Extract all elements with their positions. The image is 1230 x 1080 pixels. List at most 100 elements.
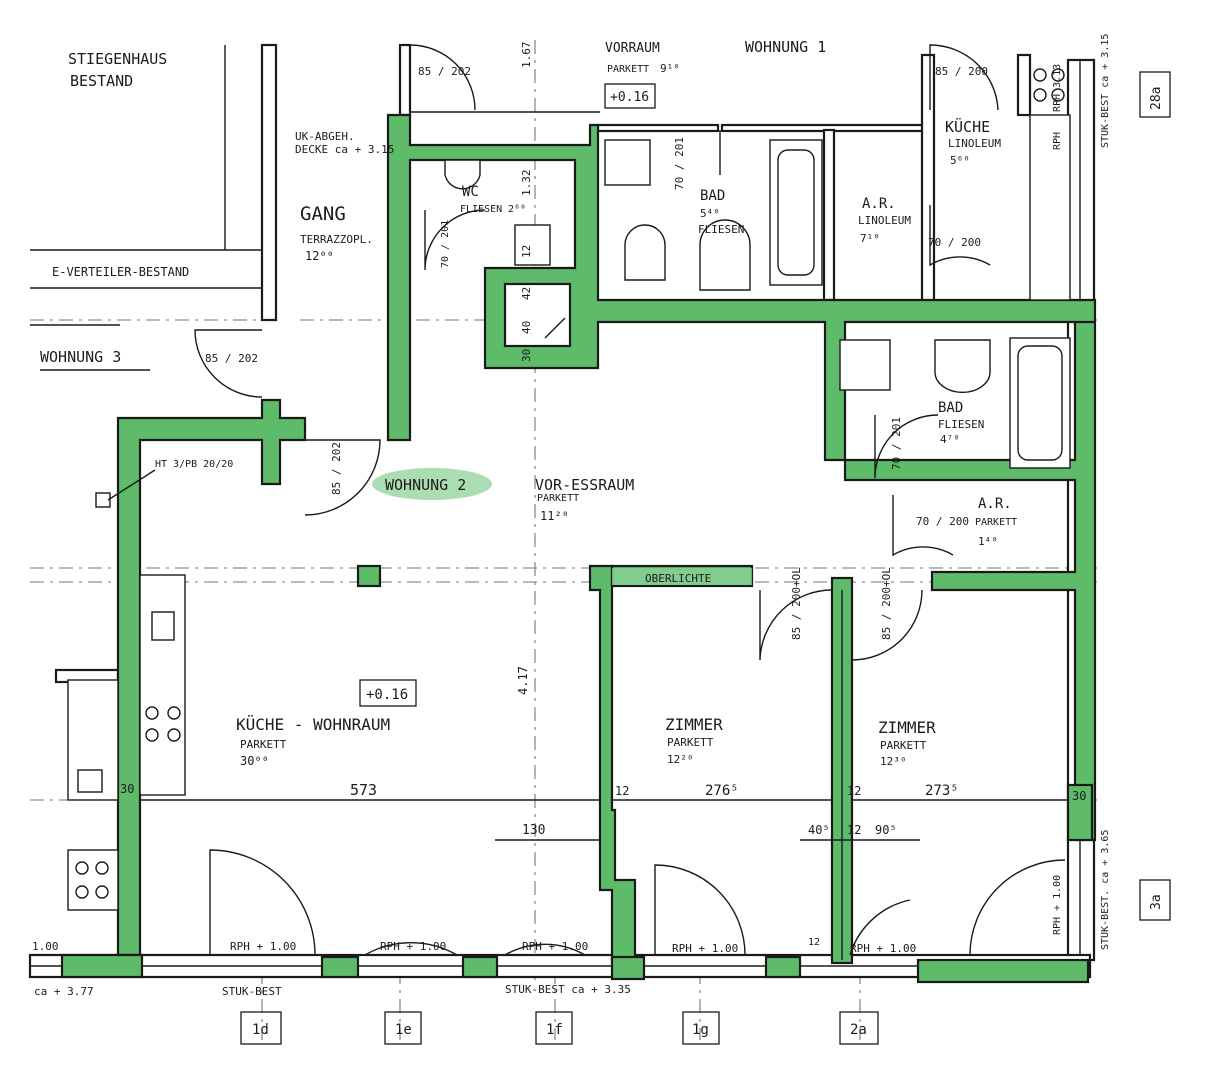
axis-box-1g	[682, 1011, 720, 1045]
dim-12-d: 12	[520, 245, 533, 258]
room-wc-floor: FLIESEN	[460, 204, 502, 215]
room-wohnraum-area: 30⁰⁰	[240, 754, 269, 768]
window-label-5: RPH + 1.00	[850, 942, 916, 955]
dim-12-a: 12	[615, 784, 629, 798]
room-essraum-floor: PARKETT	[537, 493, 579, 504]
room-vorraum-area: 9¹⁰	[660, 62, 680, 75]
room-ar2-area: 1⁴⁰	[978, 535, 998, 548]
door-label-ar2: 70 / 200	[916, 515, 969, 528]
dim-1-32: 1.32	[520, 170, 533, 197]
dim-12-b: 12	[847, 784, 861, 798]
dim-90-5: 90⁵	[875, 823, 897, 837]
window-labels: RPH + 1.00 RPH + 1.00 RPH + 1.00 RPH + 1…	[32, 940, 916, 955]
window-label-1: RPH + 1.00	[230, 940, 296, 953]
room-wc-name: WC	[462, 184, 479, 200]
axis-lines	[30, 40, 1100, 1040]
dim-30-a: 30	[120, 782, 134, 796]
axis-box-1d	[240, 1011, 282, 1045]
room-bad1-area: 5⁴⁰	[700, 207, 720, 220]
axis-label-2a: 2a	[850, 1022, 867, 1038]
room-wc-area: 2⁶⁰	[508, 204, 526, 215]
stuk-label-2: STUK-BEST ca + 3.35	[505, 983, 631, 996]
door-label-bad2: 70 / 201	[890, 417, 903, 470]
axis-box-1e	[384, 1011, 422, 1045]
room-gang-floor: TERRAZZOPL.	[300, 233, 373, 246]
dim-4-17: 4.17	[516, 666, 530, 695]
door-label-top-left: 85 / 202	[418, 65, 471, 78]
room-zimmer2-name: ZIMMER	[878, 718, 936, 737]
stiegenhaus-label: STIEGENHAUS	[68, 50, 167, 68]
dim-130: 130	[522, 823, 545, 838]
dim-12-c: 12	[847, 823, 861, 837]
door-label-zimmer1: 85 / 200+OL	[790, 567, 803, 640]
stuk-label-left: ca + 3.77	[34, 985, 94, 998]
axis-box-2a	[839, 1011, 879, 1045]
door-label-bad1: 70 / 201	[673, 137, 686, 190]
uk-abgeh-label-2: DECKE ca + 3.15	[295, 143, 394, 156]
uk-abgeh-label: UK-ABGEH.	[295, 130, 355, 143]
dim-276: 276⁵	[705, 783, 739, 799]
room-gang-name: GANG	[300, 203, 346, 225]
room-essraum-name: VOR-ESSRAUM	[535, 476, 634, 494]
room-essraum-area: 11²⁰	[540, 509, 569, 523]
stuk-label-1: STUK-BEST	[222, 985, 282, 998]
room-ar2-name: A.R.	[978, 496, 1012, 512]
fixtures	[67, 68, 1071, 911]
axis-boxes: 1d 1e 1f 1g 2a 3a 28a	[240, 71, 1171, 1045]
window-label-3: RPH + 1.00	[522, 940, 588, 953]
dim-273: 273⁵	[925, 783, 959, 799]
door-label-main: 85 / 202	[330, 442, 343, 495]
room-labels: GANG TERRAZZOPL. 12⁰⁰ WC FLIESEN 2⁶⁰ VOR…	[236, 41, 1017, 768]
e-verteiler-label: E-VERTEILER-BESTAND	[52, 265, 189, 279]
room-wohnraum-floor: PARKETT	[240, 738, 287, 751]
rph-label-right-top: RPH 3.13	[1052, 64, 1063, 112]
room-zimmer1-area: 12²⁰	[667, 753, 694, 766]
dim-40: 40	[520, 321, 533, 334]
wohnung2-label: WOHNUNG 2	[385, 476, 466, 494]
axis-label-1d: 1d	[252, 1022, 269, 1038]
room-kueche-name: KÜCHE	[945, 117, 990, 136]
axis-label-1f: 1f	[546, 1022, 563, 1038]
dim-1-67: 1.67	[520, 42, 533, 69]
dim-30-b: 30	[1072, 789, 1086, 803]
doors	[194, 44, 1066, 956]
door-label-zimmer2: 85 / 200+OL	[880, 567, 893, 640]
room-zimmer1-floor: PARKETT	[667, 736, 714, 749]
room-kueche-area: 5⁶⁰	[950, 154, 970, 167]
axis-label-28a: 28a	[1149, 87, 1164, 110]
room-bad1-name: BAD	[700, 188, 725, 204]
room-bad2-floor: FLIESEN	[938, 418, 984, 431]
level-label-top: +0.16	[610, 90, 649, 105]
stiegenhaus-label-2: BESTAND	[70, 72, 133, 90]
oberlichte-highlight	[612, 568, 752, 585]
axis-box-28a	[1139, 71, 1171, 118]
door-label-w3: 85 / 202	[205, 352, 258, 365]
room-ar2-floor: PARKETT	[975, 517, 1017, 528]
axis-box-1f	[535, 1011, 573, 1045]
door-label-wc: 70 / 201	[440, 220, 451, 268]
dim-12-e: 12	[808, 937, 820, 948]
room-ar1-name: A.R.	[862, 196, 896, 212]
room-bad2-name: BAD	[938, 400, 963, 416]
dimensions: 573 276⁵ 273⁵ 130 40⁵ 90⁵ 12 12 12 30 30…	[120, 42, 1086, 949]
wohnung3-label: WOHNUNG 3	[40, 348, 121, 366]
dim-573: 573	[350, 781, 377, 799]
door-labels: 85 / 202 85 / 200 85 / 202 85 / 202 70 /…	[205, 65, 988, 640]
oberlichte-label: OBERLICHTE	[645, 572, 711, 585]
stuk-label-right-bottom: STUK-BEST. ca + 3.65	[1100, 830, 1111, 950]
axis-label-1e: 1e	[395, 1022, 412, 1038]
dim-30-c: 30	[520, 349, 533, 362]
labels: STIEGENHAUS BESTAND WOHNUNG 1 WOHNUNG 3 …	[34, 34, 1111, 998]
window-label-left: 1.00	[32, 940, 59, 953]
axis-label-1g: 1g	[692, 1022, 709, 1038]
door-label-ar1: 70 / 200	[928, 236, 981, 249]
room-zimmer1-name: ZIMMER	[665, 715, 723, 734]
door-label-top-right: 85 / 200	[935, 65, 988, 78]
room-vorraum-floor: PARKETT	[607, 64, 649, 75]
room-zimmer2-area: 12³⁰	[880, 755, 907, 768]
room-ar1-area: 7¹⁰	[860, 232, 880, 245]
window-label-4: RPH + 1.00	[672, 942, 738, 955]
room-bad1-floor: FLIESEN	[698, 223, 744, 236]
dim-42: 42	[520, 287, 533, 300]
